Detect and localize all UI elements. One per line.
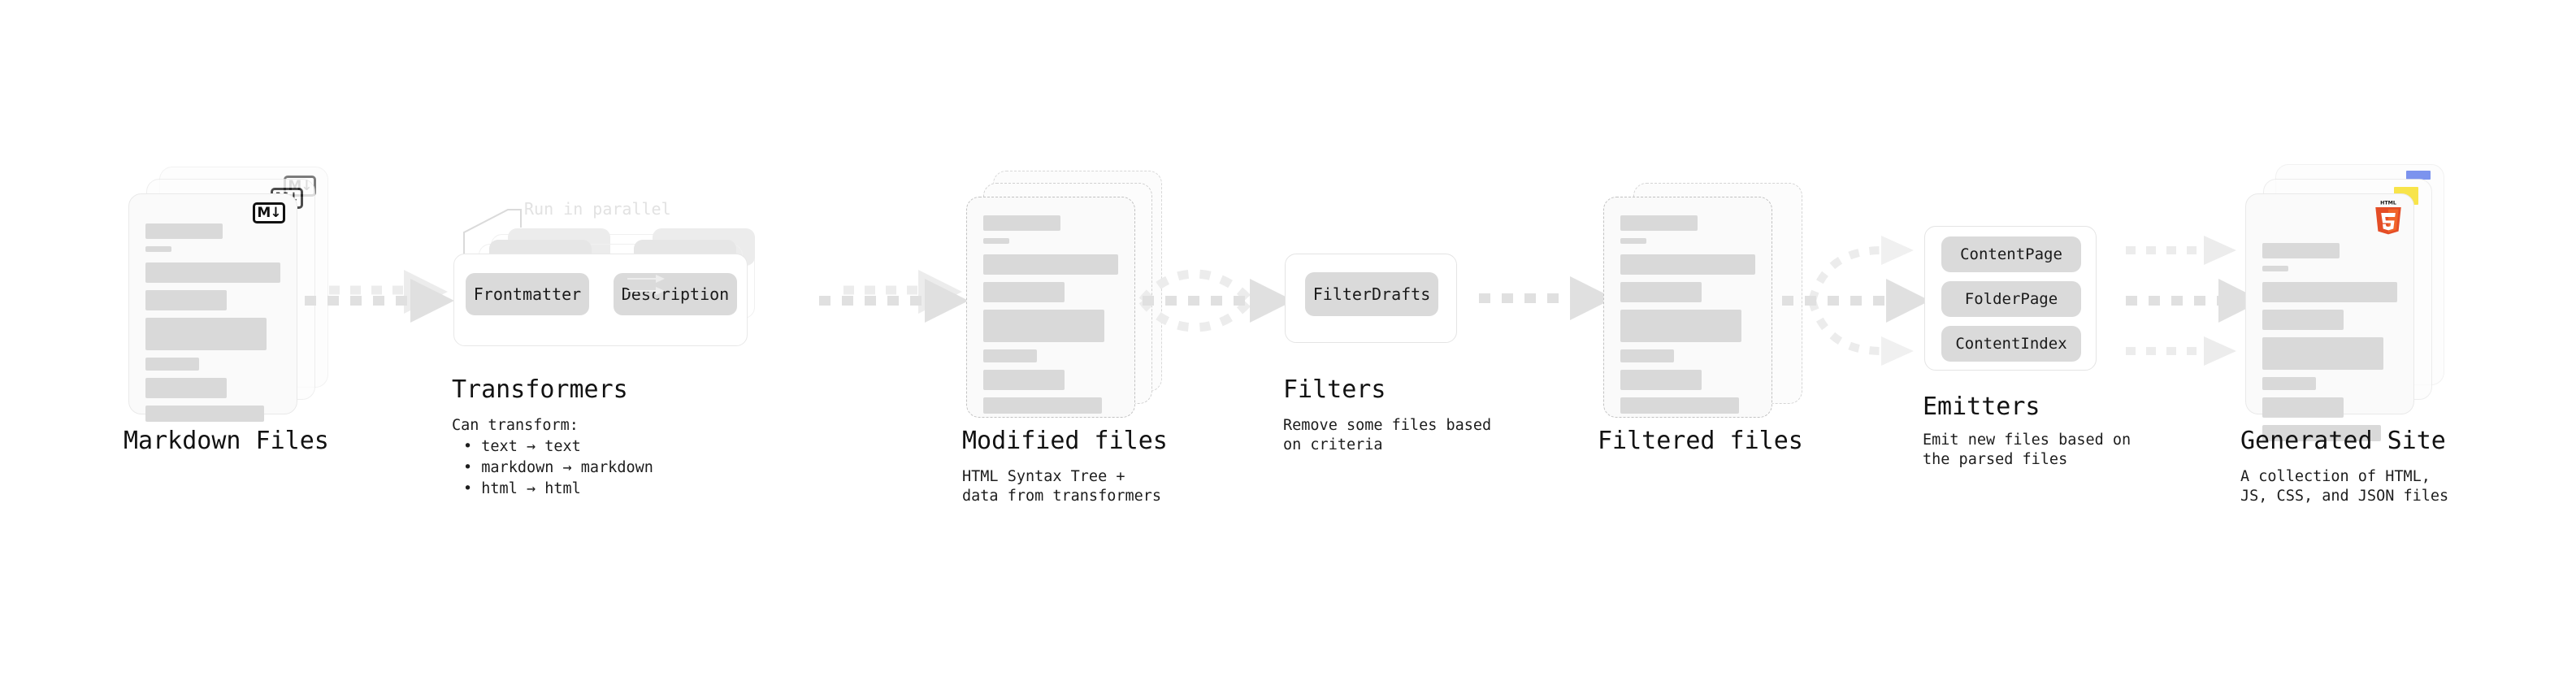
- transformers-item-1: • markdown → markdown: [463, 459, 653, 476]
- file-content-lines: [2262, 243, 2397, 449]
- emitters-container: ContentPage FolderPage ContentIndex: [1924, 226, 2097, 371]
- pill-frontmatter[interactable]: Frontmatter: [466, 273, 589, 315]
- markdown-icon: M↓: [253, 202, 285, 223]
- generated-desc: A collection of HTML, JS, CSS, and JSON …: [2240, 468, 2449, 505]
- html5-icon: HTML: [2375, 200, 2401, 235]
- run-in-parallel-note: Run in parallel: [524, 199, 671, 219]
- pill-folderpage[interactable]: FolderPage: [1941, 281, 2081, 317]
- emitters-desc: Emit new files based on the parsed files: [1923, 432, 2131, 468]
- arrow-filtered-to-emitters: [1782, 236, 1930, 366]
- arrow-transformers-to-modified: [819, 270, 969, 323]
- stage-title-generated: Generated Site: [2240, 427, 2446, 455]
- transformers-item-0: • text → text: [463, 438, 581, 455]
- filtered-card-front: [1603, 197, 1772, 418]
- arrow-emitters-to-site: [2126, 236, 2262, 366]
- filters-container: FilterDrafts: [1285, 254, 1457, 343]
- transformers-item-2: • html → html: [463, 480, 581, 497]
- stage-title-markdown: Markdown Files: [124, 427, 329, 455]
- transformers-desc-head: Can transform:: [452, 417, 579, 434]
- arrow-filters-to-filtered: [1479, 276, 1614, 320]
- stage-title-modified: Modified files: [962, 427, 1168, 455]
- filters-desc: Remove some files based on criteria: [1283, 417, 1492, 453]
- stage-title-filtered: Filtered files: [1598, 427, 1803, 455]
- file-content-lines: [1620, 215, 1755, 421]
- stage-title-filters: Filters: [1283, 375, 1386, 404]
- inner-arrows: [614, 275, 665, 308]
- file-content-lines: [983, 215, 1118, 421]
- svg-text:HTML: HTML: [2380, 200, 2396, 206]
- pill-description[interactable]: Description: [614, 273, 737, 315]
- file-content-lines: [145, 223, 280, 429]
- arrow-markdown-to-transformers: [305, 270, 454, 323]
- arrow-modified-to-filters: [1138, 269, 1294, 332]
- site-card-front: HTML: [2245, 193, 2414, 441]
- markdown-card-front: M↓: [128, 193, 297, 422]
- parallel-bracket: [463, 209, 522, 257]
- pill-contentpage[interactable]: ContentPage: [1941, 236, 2081, 272]
- pill-contentindex[interactable]: ContentIndex: [1941, 326, 2081, 362]
- stage-title-transformers: Transformers: [452, 375, 628, 404]
- stage-title-emitters: Emitters: [1923, 393, 2040, 421]
- css-icon: [2406, 171, 2431, 180]
- pill-filterdrafts[interactable]: FilterDrafts: [1305, 272, 1438, 316]
- modified-desc: HTML Syntax Tree + data from transformer…: [962, 468, 1162, 505]
- transformers-container: Frontmatter Description: [453, 254, 748, 346]
- modified-card-front: [966, 197, 1135, 418]
